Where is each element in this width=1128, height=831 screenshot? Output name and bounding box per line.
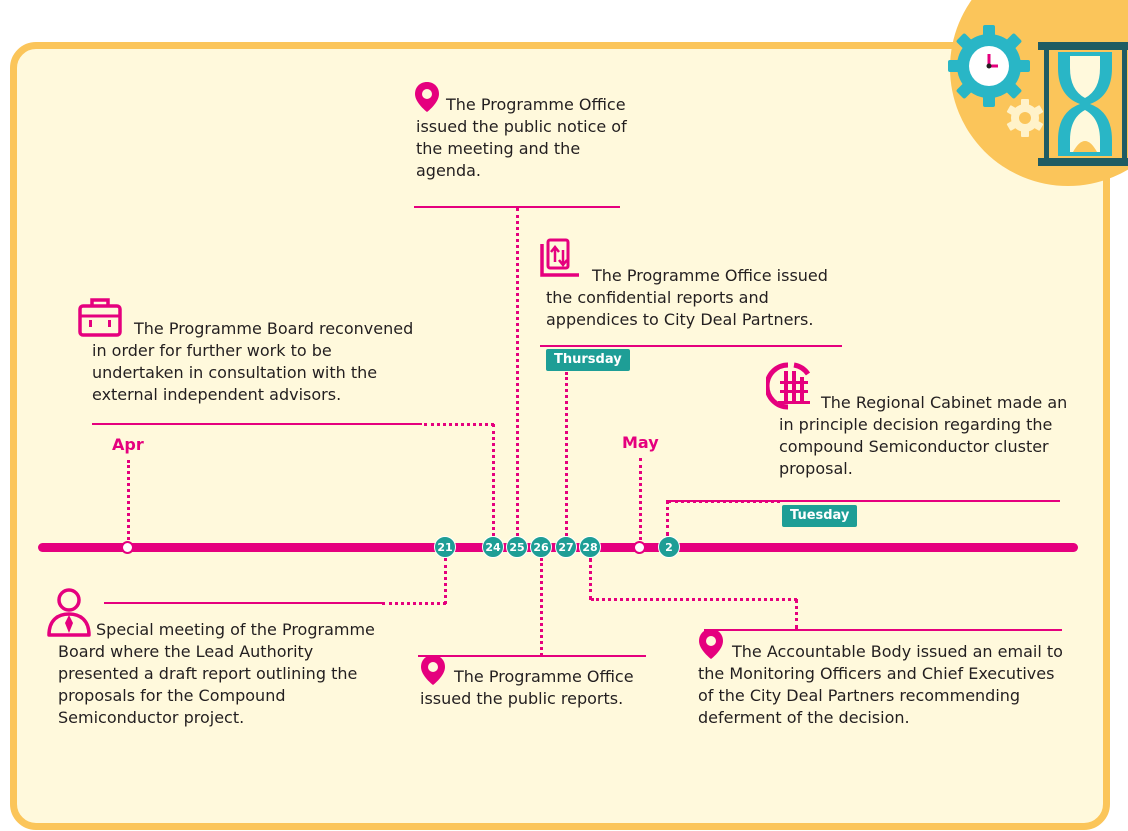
day-marker: 26 [530, 536, 552, 558]
day-marker: 2 [658, 536, 680, 558]
connector [666, 500, 669, 536]
day-badge-tuesday: Tuesday [782, 505, 858, 527]
event-regional-cabinet: The Regional Cabinet made an in principl… [779, 393, 1068, 478]
timeline-panel [10, 42, 1110, 830]
day-marker: 27 [555, 536, 577, 558]
event-underline [666, 500, 1060, 502]
day-badge-thursday: Thursday [546, 349, 630, 371]
connector [668, 500, 780, 503]
day-marker: 21 [434, 536, 456, 558]
connector [540, 558, 543, 656]
building-icon [766, 362, 811, 410]
event-public-reports: The Programme Office issued the public r… [420, 667, 634, 708]
day-marker: 28 [579, 536, 601, 558]
connector [127, 460, 130, 540]
day-marker: 25 [506, 536, 528, 558]
event-special-meeting: Special meeting of the Programme Board w… [58, 620, 375, 727]
month-label-april: Apr [112, 435, 144, 454]
location-pin-icon [699, 629, 723, 659]
event-board-reconvened: The Programme Board reconvened in order … [92, 319, 414, 404]
gears-hourglass-icon [948, 0, 1128, 186]
day-marker: 24 [482, 536, 504, 558]
location-pin-icon [415, 82, 439, 112]
event-underline [704, 629, 1062, 631]
event-underline [104, 602, 382, 604]
month-marker-may [633, 541, 646, 554]
briefcase-icon [78, 298, 122, 337]
event-underline [540, 345, 842, 347]
connector [795, 599, 798, 629]
connector [492, 424, 495, 536]
connector [444, 558, 447, 604]
connector [639, 458, 642, 540]
connector [565, 372, 568, 536]
event-underline [92, 423, 422, 425]
event-underline [418, 655, 646, 657]
connector [382, 602, 446, 605]
event-confidential-reports: The Programme Office issued the confiden… [546, 266, 828, 329]
month-marker-april [121, 541, 134, 554]
event-accountable-body: The Accountable Body issued an email to … [698, 642, 1063, 727]
connector [424, 423, 494, 426]
document-exchange-icon [540, 238, 579, 277]
month-label-may: May [622, 433, 659, 452]
person-icon [47, 588, 91, 637]
event-underline [414, 206, 620, 208]
connector [589, 558, 592, 600]
event-public-notice: The Programme Office issued the public n… [416, 95, 627, 180]
location-pin-icon [421, 655, 445, 685]
connector [516, 208, 519, 536]
connector [591, 598, 797, 601]
